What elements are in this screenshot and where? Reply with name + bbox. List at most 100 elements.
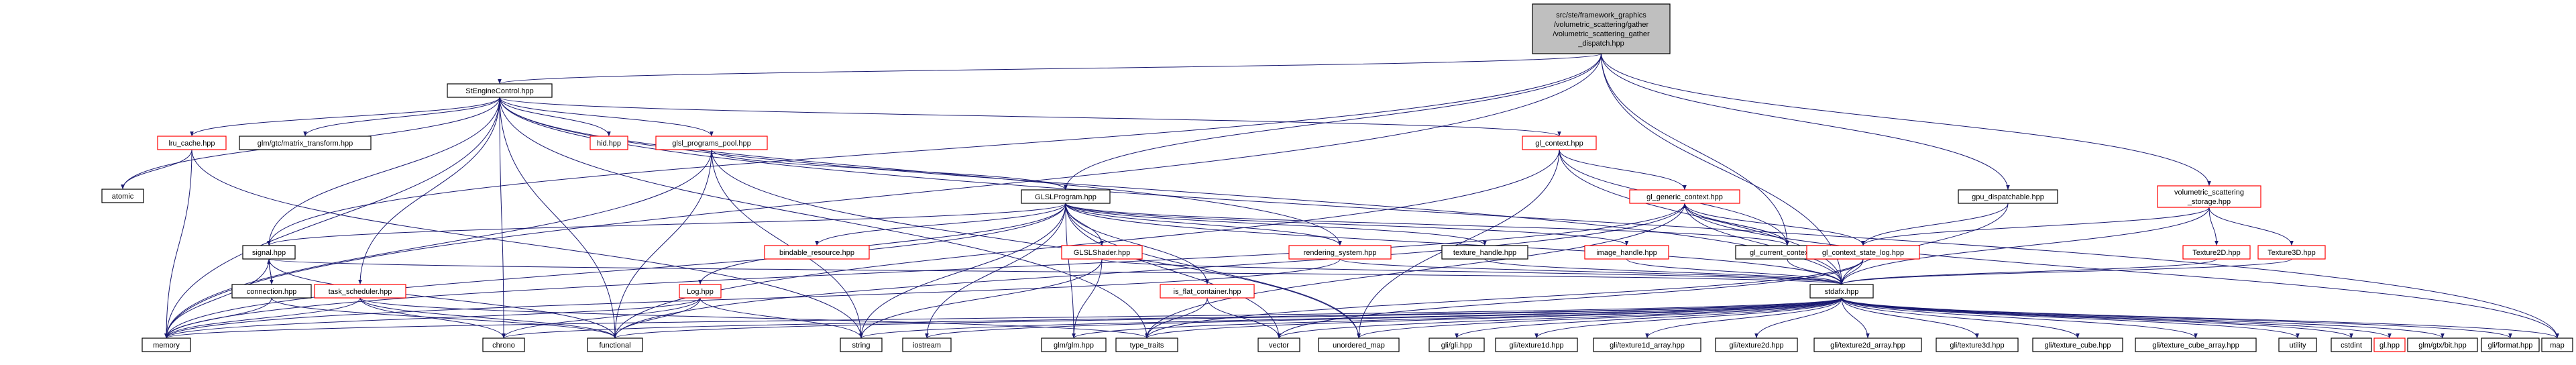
edge-GLSLProgram-to-bindable_resource: [815, 203, 1066, 246]
edge-volumetric_scattering_storage-to-Texture2D: [2208, 207, 2219, 246]
node-label: vector: [1269, 342, 1289, 350]
edge-GLSLShader-to-string: [859, 258, 1103, 339]
node-glsl_programs_pool[interactable]: glsl_programs_pool.hpp: [655, 136, 768, 150]
edge-StEngineControl-to-signal: [267, 97, 500, 246]
node-label: chrono: [492, 342, 515, 350]
node-Texture3D[interactable]: Texture3D.hpp: [2257, 245, 2326, 260]
node-box: [1936, 337, 2019, 352]
edge-root-to-signal: [267, 53, 1602, 246]
node-Log[interactable]: Log.hpp: [679, 284, 722, 299]
node-gli_texture3d[interactable]: gli/texture3d.hpp: [1936, 337, 2019, 352]
node-iostream[interactable]: iostream: [902, 337, 952, 352]
node-gli_texture2d_array[interactable]: gli/texture2d_array.hpp: [1813, 337, 1922, 352]
node-hid[interactable]: hid.hpp: [590, 136, 628, 150]
node-box: [231, 284, 312, 299]
edge-StEngineControl-to-lru_cache: [190, 97, 500, 137]
edge-stdafx-to-unordered_map: [1357, 297, 1842, 339]
node-gli_texture1d_array[interactable]: gli/texture1d_array.hpp: [1593, 337, 1701, 352]
node-gli_texture2d[interactable]: gli/texture2d.hpp: [1715, 337, 1798, 352]
edge-gl_context-to-stdafx: [1559, 149, 1844, 285]
edge-StEngineControl-to-map: [499, 97, 2559, 339]
node-label: /volumetric_scattering_gather: [1553, 30, 1650, 38]
node-is_flat_container[interactable]: is_flat_container.hpp: [1160, 284, 1255, 299]
node-Texture2D[interactable]: Texture2D.hpp: [2182, 245, 2251, 260]
node-gl_context_state_log[interactable]: gl_context_state_log.hpp: [1806, 245, 1920, 260]
edge-stdafx-to-chrono: [502, 297, 1842, 339]
node-unordered_map[interactable]: unordered_map: [1318, 337, 1400, 352]
node-cstdint[interactable]: cstdint: [2331, 337, 2372, 352]
node-stdafx[interactable]: stdafx.hpp: [1809, 284, 1874, 299]
node-vector[interactable]: vector: [1257, 337, 1300, 352]
node-gli_texture1d[interactable]: gli/texture1d.hpp: [1495, 337, 1578, 352]
edge-Log-to-functional: [613, 297, 701, 339]
node-GLSLShader[interactable]: GLSLShader.hpp: [1061, 245, 1143, 260]
edge-gl_context_state_log-to-vector: [1277, 258, 1864, 339]
node-gl_hpp[interactable]: gl.hpp: [2373, 337, 2406, 352]
node-label: glm/gtx/bit.hpp: [2418, 342, 2467, 350]
node-box: [1593, 337, 1701, 352]
node-gpu_dispatchable[interactable]: gpu_dispatchable.hpp: [1958, 189, 2058, 204]
node-functional[interactable]: functional: [587, 337, 643, 352]
node-label: hid.hpp: [597, 140, 621, 148]
node-label: volumetric_scattering: [2174, 189, 2244, 197]
node-gl_gl[interactable]: gli/gli.hpp: [1429, 337, 1485, 352]
node-texture_handle[interactable]: texture_handle.hpp: [1441, 245, 1528, 260]
node-gli_format[interactable]: gli/format.hpp: [2481, 337, 2540, 352]
node-label: gl_context_state_log.hpp: [1822, 249, 1904, 257]
edge-lru_cache-to-atomic: [121, 149, 192, 190]
node-GLSLProgram[interactable]: GLSLProgram.hpp: [1021, 189, 1111, 204]
node-box: [1809, 284, 1874, 299]
node-utility[interactable]: utility: [2278, 337, 2317, 352]
node-box: [2278, 337, 2317, 352]
node-map[interactable]: map: [2541, 337, 2573, 352]
node-memory[interactable]: memory: [142, 337, 191, 352]
edge-gl_current_context-to-gl_generic_context: [1683, 203, 1788, 246]
node-atomic[interactable]: atomic: [101, 189, 144, 203]
edge-stdafx-to-gli_texture2d: [1754, 297, 1842, 339]
node-lru_cache[interactable]: lru_cache.hpp: [157, 136, 227, 150]
node-type_traits[interactable]: type_traits: [1115, 337, 1178, 352]
edge-glsl_programs_pool-to-memory: [164, 149, 712, 339]
edge-stdafx-to-gli_texture2d_array: [1841, 297, 1870, 339]
node-box: [1160, 284, 1255, 299]
edge-stdafx-to-map: [1841, 297, 2559, 339]
node-glm_matrix_transform[interactable]: glm/gtc/matrix_transform.hpp: [239, 136, 372, 150]
edge-root-to-memory: [164, 53, 1602, 339]
node-task_scheduler[interactable]: task_scheduler.hpp: [314, 284, 406, 299]
node-label: gpu_dispatchable.hpp: [1972, 193, 2044, 201]
node-box: [1061, 245, 1143, 260]
node-gli_texture_cube_array[interactable]: gli/texture_cube_array.hpp: [2135, 337, 2257, 352]
node-volumetric_scattering_storage[interactable]: volumetric_scattering_storage.hpp: [2157, 185, 2261, 208]
edge-stdafx-to-utility: [1841, 297, 2300, 339]
node-signal[interactable]: signal.hpp: [242, 245, 296, 260]
edge-volumetric_scattering_storage-to-stdafx: [1840, 207, 2210, 285]
node-connection[interactable]: connection.hpp: [231, 284, 312, 299]
node-label: gl_context.hpp: [1535, 140, 1583, 148]
node-label: gli/texture1d.hpp: [1509, 342, 1563, 350]
edge-volumetric_scattering_storage-to-Texture3D: [2208, 207, 2294, 246]
node-label: utility: [2289, 342, 2306, 350]
node-gl_generic_context[interactable]: gl_generic_context.hpp: [1629, 189, 1740, 204]
node-string[interactable]: string: [840, 337, 883, 352]
edge-gpu_dispatchable-to-gl_context_state_log: [1861, 203, 2009, 246]
edge-stdafx-to-gli_texture_cube: [1841, 297, 2080, 339]
node-root[interactable]: src/ste/framework_graphics/volumetric_sc…: [1532, 3, 1671, 54]
node-bindable_resource[interactable]: bindable_resource.hpp: [764, 245, 870, 260]
node-gl_context[interactable]: gl_context.hpp: [1522, 136, 1597, 150]
node-box: [101, 189, 144, 203]
node-gli_texture_cube[interactable]: gli/texture_cube.hpp: [2032, 337, 2123, 352]
node-label: signal.hpp: [252, 249, 286, 257]
node-glm_glm[interactable]: glm/glm.hpp: [1041, 337, 1107, 352]
node-glm_gtx_bit[interactable]: glm/gtx/bit.hpp: [2407, 337, 2478, 352]
node-StEngineControl[interactable]: StEngineControl.hpp: [447, 83, 553, 98]
edge-GLSLProgram-to-memory: [164, 203, 1066, 339]
node-rendering_system[interactable]: rendering_system.hpp: [1288, 245, 1392, 260]
edge-GLSLProgram-to-Log: [698, 203, 1066, 285]
node-box: [1021, 189, 1111, 204]
node-image_handle[interactable]: image_handle.hpp: [1584, 245, 1669, 260]
edge-root-to-StEngineControl: [498, 53, 1602, 85]
node-box: [142, 337, 191, 352]
node-label: gl.hpp: [2379, 342, 2400, 350]
node-chrono[interactable]: chrono: [482, 337, 525, 352]
node-box: [587, 337, 643, 352]
